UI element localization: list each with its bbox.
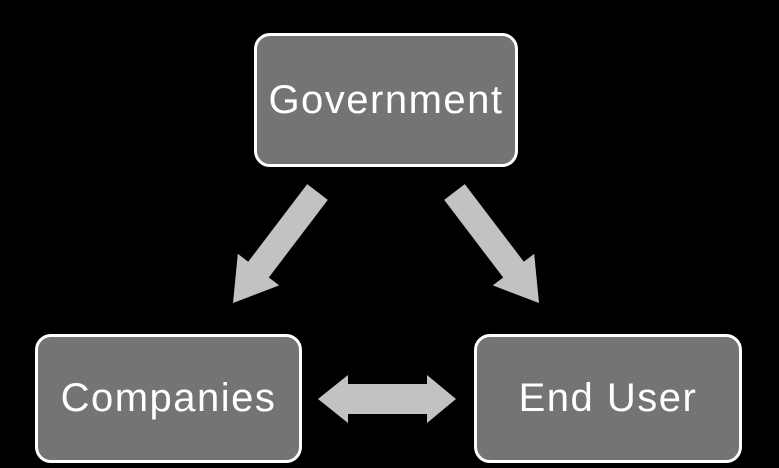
- node-companies: Companies: [35, 334, 302, 463]
- node-government-label: Government: [268, 77, 504, 122]
- arrow-government-to-enduser: [444, 184, 539, 303]
- node-companies-label: Companies: [60, 376, 277, 420]
- arrow-government-to-companies: [233, 184, 328, 303]
- node-end-user: End User: [474, 334, 742, 463]
- node-end-user-label: End User: [518, 376, 698, 420]
- arrow-companies-enduser-bidirectional: [318, 375, 456, 423]
- node-government: Government: [254, 33, 518, 167]
